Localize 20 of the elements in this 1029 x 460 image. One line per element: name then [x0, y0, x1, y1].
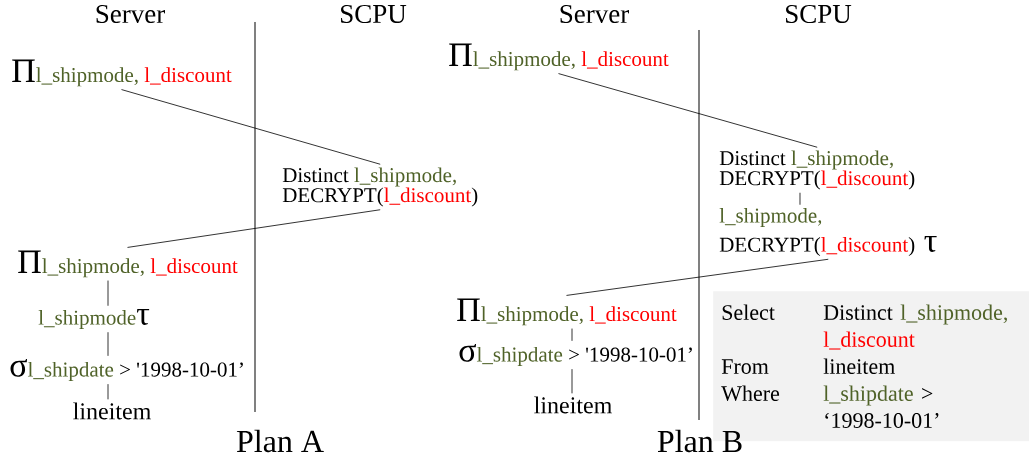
column-heading: SCPU [786, 4, 852, 24]
table-name: lineitem [73, 402, 151, 420]
connector-line [566, 258, 829, 296]
column-heading: SCPU [341, 4, 407, 24]
connector-line [127, 209, 381, 248]
connector-line [107, 331, 109, 357]
table-name: lineitem [534, 396, 612, 414]
connector-line [571, 328, 573, 342]
plan-title: Plan A [236, 429, 324, 453]
connector-line [558, 73, 818, 148]
connector-line [107, 383, 109, 400]
connector-line [799, 192, 801, 206]
sort-label: l_shipmode, DECRYPT(l_discount) τ [719, 207, 937, 257]
distinct-operator-label: Distinct l_shipmode, DECRYPT(l_discount) [719, 150, 915, 190]
connector-line [121, 89, 381, 165]
column-heading: Server [96, 4, 165, 24]
connector-line [107, 280, 109, 307]
connector-line [571, 368, 573, 394]
column-heading: Server [560, 4, 629, 24]
distinct-operator-label: Distinct l_shipmode, DECRYPT(l_discount) [282, 167, 478, 207]
